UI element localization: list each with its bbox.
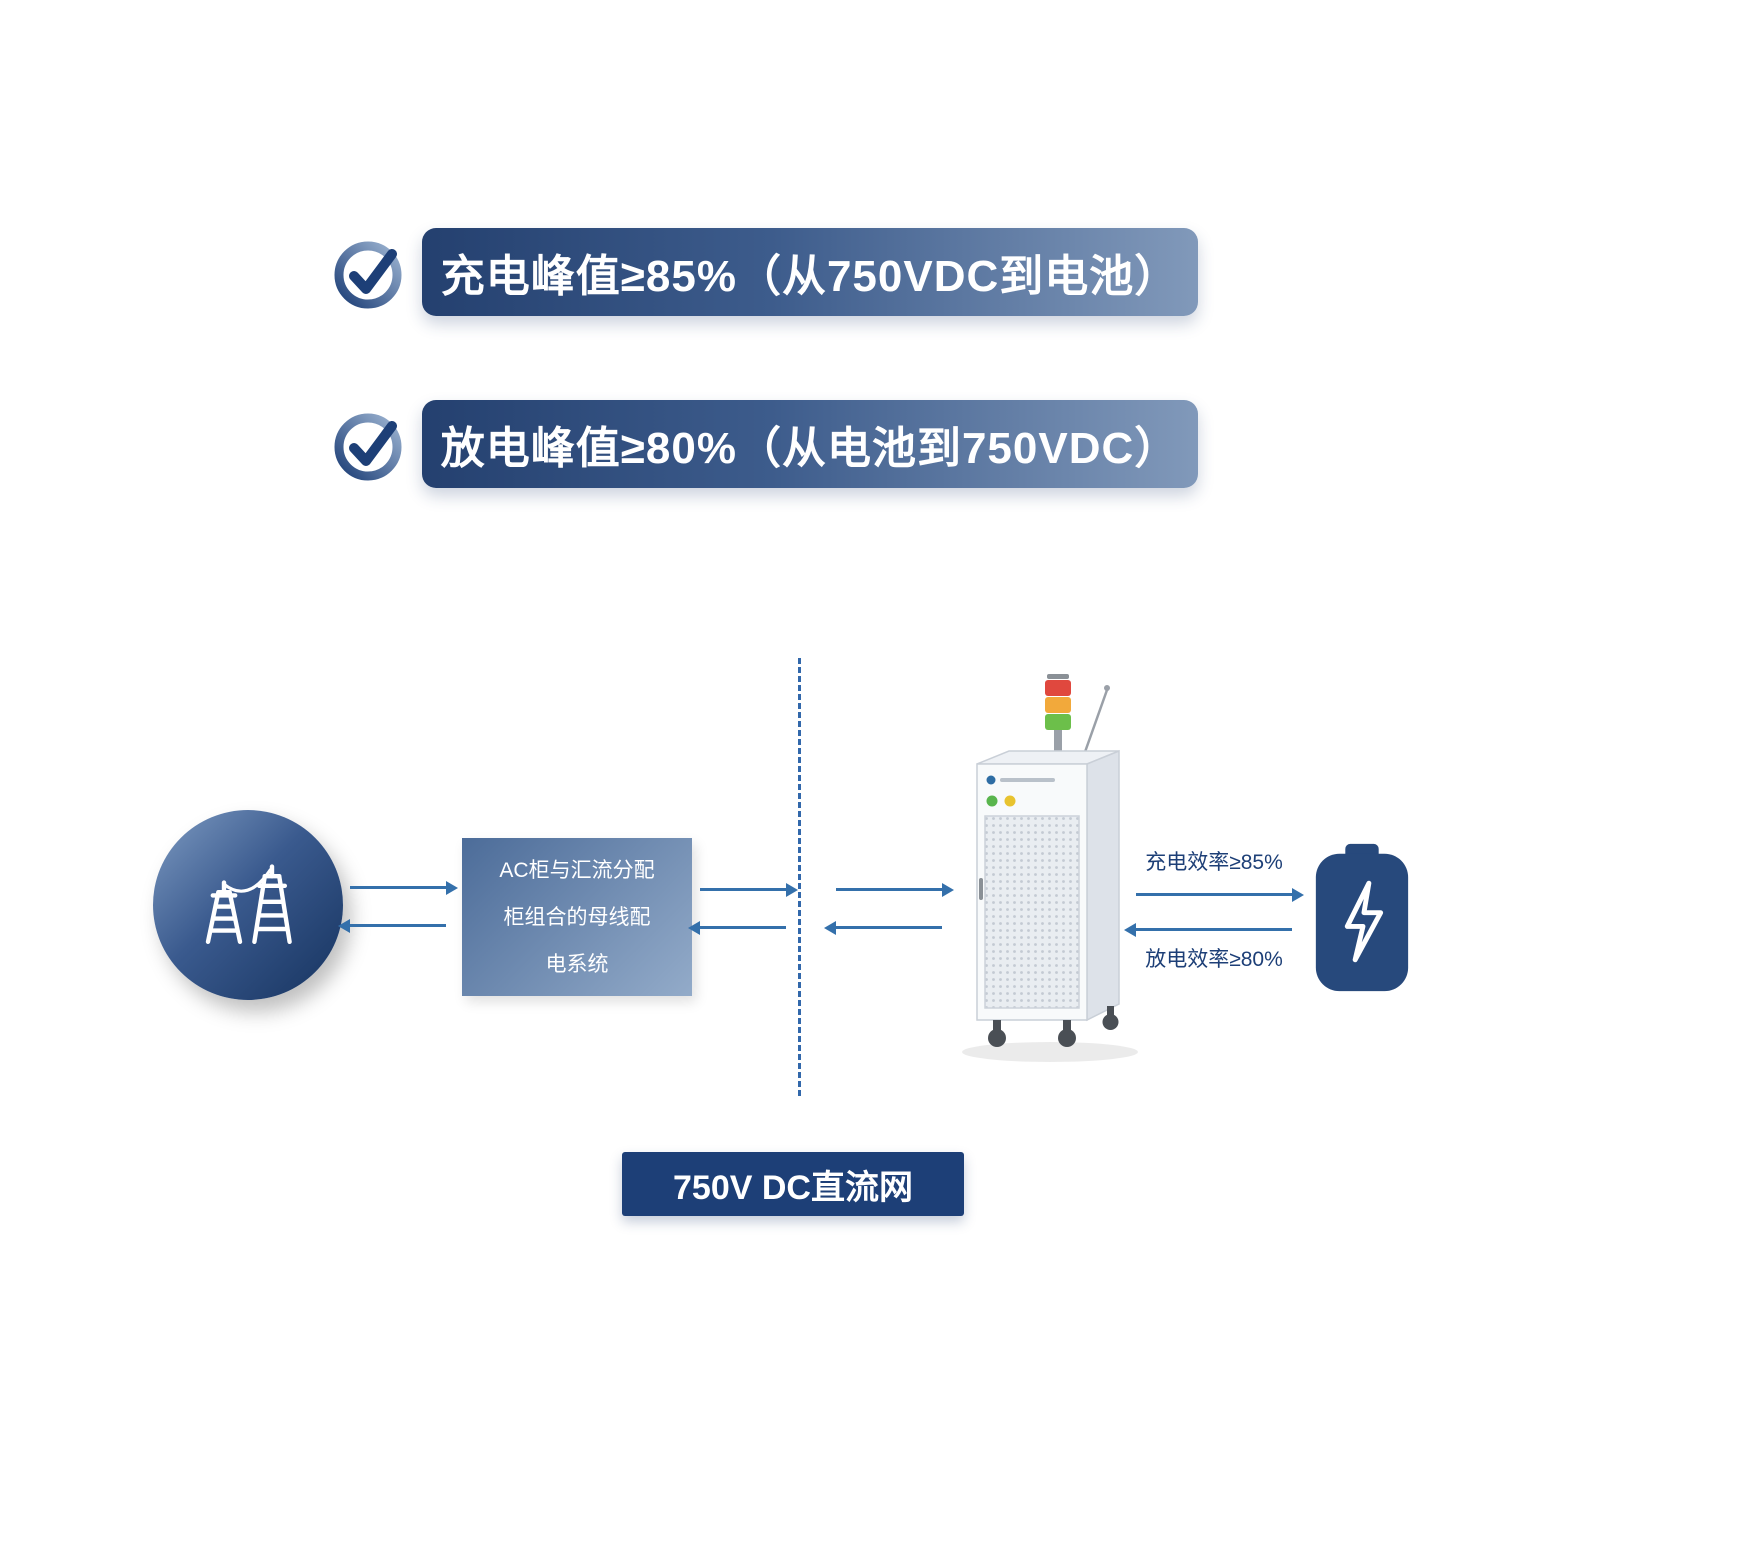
battery-icon [1308, 840, 1416, 996]
dc-bus-divider [798, 658, 801, 1096]
checkmark-icon [328, 232, 408, 312]
cabinet-logo [986, 775, 996, 785]
distribution-box-line: 柜组合的母线配 [503, 905, 651, 929]
indicator-yellow [1004, 795, 1016, 807]
checkmark-icon [328, 404, 408, 484]
dc-network-text: 750V DC直流网 [673, 1168, 913, 1207]
flow-arrow-right [1136, 893, 1292, 896]
test-cabinet-illustration [955, 668, 1150, 1086]
flow-arrow-right [350, 886, 446, 889]
dc-network-label: 750V DC直流网 [622, 1152, 964, 1216]
stack-light-green [1045, 714, 1071, 730]
indicator-green [986, 795, 998, 807]
flow-arrow-left [1136, 928, 1292, 931]
lightning-bolt-icon [1344, 880, 1384, 963]
flow-arrow-right [836, 888, 942, 891]
flow-arrow-left [350, 924, 446, 927]
discharge-efficiency-label: 放电效率≥80% [1145, 948, 1283, 971]
distribution-box-line: AC柜与汇流分配 [499, 858, 655, 882]
stack-light-cap [1047, 674, 1069, 679]
power-grid-icon [153, 810, 343, 1000]
feature-banner-charge: 充电峰值≥85%（从750VDC到电池） [422, 228, 1198, 316]
charge-efficiency-label: 充电效率≥85% [1145, 851, 1283, 874]
vent-panel [984, 815, 1080, 1009]
distribution-box-line: 电系统 [545, 952, 609, 976]
door-handle [979, 878, 983, 900]
flow-arrow-left [700, 926, 786, 929]
feature-banner-discharge: 放电峰值≥80%（从电池到750VDC） [422, 400, 1198, 488]
stack-light-yellow [1045, 697, 1071, 713]
stack-light-red [1045, 680, 1071, 696]
antenna [1083, 689, 1109, 753]
flow-arrow-left [836, 926, 942, 929]
flow-arrow-right [700, 888, 786, 891]
distribution-box: AC柜与汇流分配 柜组合的母线配 电系统 [462, 838, 692, 996]
feature-text-charge: 充电峰值≥85%（从750VDC到电池） [440, 252, 1180, 301]
casters [988, 1006, 1119, 1047]
feature-text-discharge: 放电峰值≥80%（从电池到750VDC） [440, 424, 1180, 473]
